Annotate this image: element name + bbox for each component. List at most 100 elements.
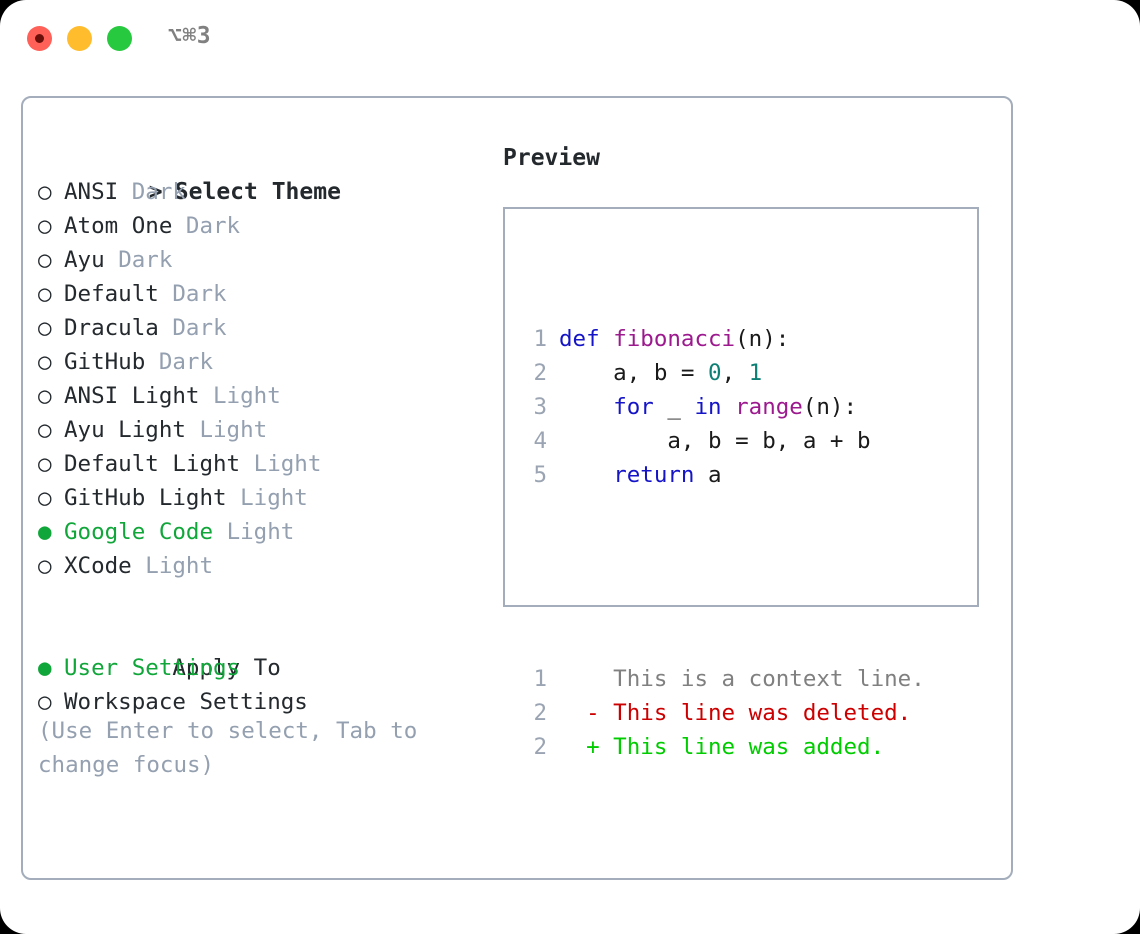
theme-option-label: ANSI <box>64 179 119 205</box>
code-diff-spacer <box>523 560 925 594</box>
theme-variant-label: Dark <box>172 281 227 307</box>
theme-variant-label: Light <box>213 383 281 409</box>
theme-variant-label: Light <box>199 417 268 443</box>
code-token-txt <box>722 394 736 420</box>
code-token-txt: _ <box>653 394 695 420</box>
title-bar: ⌥⌘3 <box>0 0 1140 78</box>
select-theme-title: Select Theme <box>174 179 341 205</box>
apply-to-options: ● User Settings ○Workspace Settings <box>38 651 488 719</box>
theme-option-google-code[interactable]: ●Google Code Light <box>38 515 488 549</box>
code-line: 3 for _ in range(n): <box>523 390 925 424</box>
radio-unselected-icon: ○ <box>38 179 52 205</box>
theme-option-github[interactable]: ○ GitHub Dark <box>38 345 488 379</box>
theme-variant-label: Dark <box>172 315 227 341</box>
minimize-window-button[interactable] <box>67 26 92 51</box>
theme-option-label: Ayu <box>64 247 105 273</box>
main-panel: >Select Theme ○ANSI Dark○Atom One Dark○A… <box>21 96 1013 880</box>
line-number: 2 <box>533 700 547 726</box>
diff-line-ctx: 1 This is a context line. <box>523 662 924 696</box>
apply-to-option-workspace-settings[interactable]: ○Workspace Settings <box>38 685 488 719</box>
code-token-txt: a <box>694 462 722 488</box>
theme-option-default[interactable]: ○ Default Dark <box>38 277 488 311</box>
line-number: 2 <box>533 734 547 760</box>
line-number: 4 <box>533 428 547 454</box>
radio-selected-icon: ● <box>38 655 52 681</box>
code-token-num: 1 <box>748 360 763 386</box>
diff-text: This line was added. <box>599 734 885 760</box>
theme-option-ansi[interactable]: ○ANSI Dark <box>38 175 488 209</box>
diff-text: This line was deleted. <box>599 700 912 726</box>
theme-option-label: GitHub <box>64 349 146 375</box>
theme-variant-label: Light <box>226 519 295 545</box>
code-token-fn: fibonacci <box>613 326 736 352</box>
radio-unselected-icon: ○ <box>38 553 52 579</box>
theme-variant-label: Light <box>240 485 308 511</box>
line-number: 1 <box>533 326 547 352</box>
code-token-kw: def <box>559 326 600 352</box>
radio-unselected-icon: ○ <box>38 281 52 307</box>
theme-option-xcode[interactable]: ○ XCode Light <box>38 549 488 583</box>
apply-to-header: Apply To <box>38 617 488 681</box>
radio-unselected-icon: ○ <box>38 315 52 341</box>
theme-picker-list: >Select Theme ○ANSI Dark○Atom One Dark○A… <box>38 141 488 719</box>
maximize-window-button[interactable] <box>107 26 132 51</box>
theme-variant-label: Light <box>253 451 322 477</box>
radio-unselected-icon: ○ <box>38 349 52 375</box>
theme-option-default-light[interactable]: ○ Default Light Light <box>38 447 488 481</box>
apply-to-option-user-settings[interactable]: ● User Settings <box>38 651 488 685</box>
diff-sign: + <box>559 734 600 760</box>
theme-option-label: ANSI Light <box>64 383 200 409</box>
code-token-txt <box>559 462 613 488</box>
code-token-txt: , <box>721 360 749 386</box>
theme-option-ansi-light[interactable]: ○ANSI Light Light <box>38 379 488 413</box>
theme-option-label: Ayu Light <box>64 417 186 443</box>
theme-option-label: GitHub Light <box>64 485 227 511</box>
line-number: 3 <box>533 394 547 420</box>
line-number: 1 <box>533 666 547 692</box>
code-token-kw: return <box>613 462 695 488</box>
code-token-txt <box>600 326 614 352</box>
apply-to-title: Apply To <box>172 655 281 681</box>
theme-option-dracula[interactable]: ○Dracula Dark <box>38 311 488 345</box>
diff-sign: - <box>559 700 600 726</box>
theme-option-ayu-light[interactable]: ○ Ayu Light Light <box>38 413 488 447</box>
diff-line-add: 2 + This line was added. <box>523 730 925 764</box>
code-token-fn: range <box>735 394 803 420</box>
traffic-lights <box>27 26 132 51</box>
code-token-txt: a, b = b, a + b <box>559 428 871 454</box>
radio-unselected-icon: ○ <box>38 247 52 273</box>
code-line: 1 def fibonacci(n): <box>523 322 925 356</box>
close-window-button[interactable] <box>27 26 52 51</box>
apply-to-option-label: User Settings <box>64 655 241 681</box>
code-token-txt <box>559 394 613 420</box>
theme-option-label: XCode <box>64 553 132 579</box>
code-token-txt: (n): <box>735 326 790 352</box>
preview-title: Preview <box>503 145 600 171</box>
radio-unselected-icon: ○ <box>38 689 52 715</box>
theme-variant-label: Dark <box>158 349 214 375</box>
line-number: 2 <box>533 360 547 386</box>
code-line: 2 a, b = 0, 1 <box>523 356 925 390</box>
theme-option-label: Default Light <box>64 451 241 477</box>
radio-selected-icon: ● <box>38 519 52 545</box>
theme-variant-label: Light <box>145 553 214 579</box>
theme-option-label: Default <box>64 281 159 307</box>
theme-option-atom-one[interactable]: ○Atom One Dark <box>38 209 488 243</box>
radio-unselected-icon: ○ <box>38 417 52 443</box>
diff-sign <box>559 666 600 692</box>
theme-option-label: Atom One <box>64 213 173 239</box>
code-token-txt: (n): <box>802 394 858 420</box>
theme-option-ayu[interactable]: ○Ayu Dark <box>38 243 488 277</box>
code-token-num: 0 <box>708 360 722 386</box>
keyboard-hint-text: (Use Enter to select, Tab to change focu… <box>38 718 431 778</box>
code-token-kw: for <box>613 394 654 420</box>
code-token-kw: in <box>694 394 722 420</box>
radio-unselected-icon: ○ <box>38 451 52 477</box>
diff-sample: 1 This is a context line. 2 - This line w… <box>523 662 925 764</box>
theme-option-github-light[interactable]: ○GitHub Light Light <box>38 481 488 515</box>
